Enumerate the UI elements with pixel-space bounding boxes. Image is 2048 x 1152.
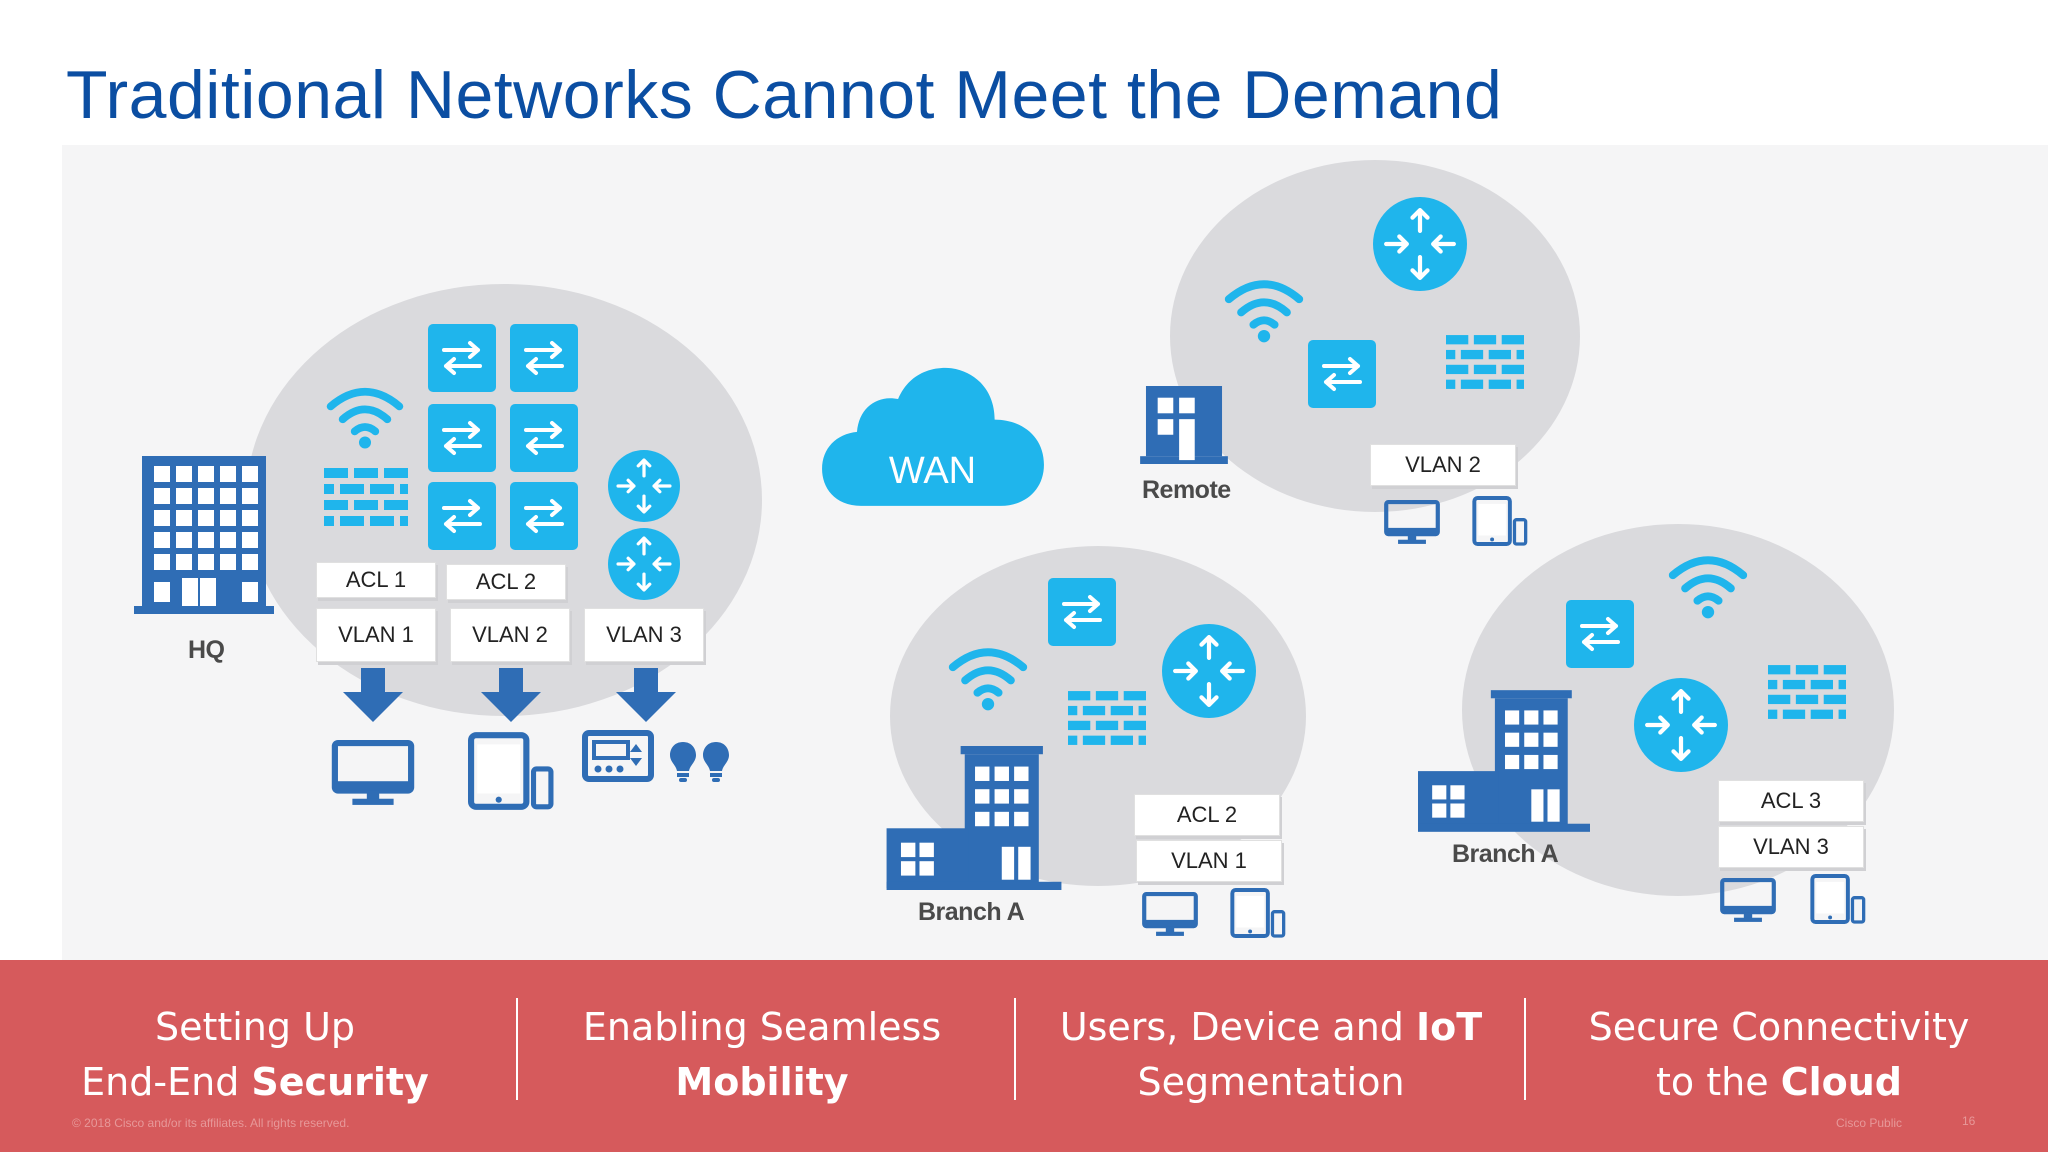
banner-item-emphasis: Security [251,1060,429,1104]
switch-icon [510,324,578,392]
switch-icon [1048,578,1116,646]
page-number: 16 [1962,1114,1976,1128]
router-icon [1162,624,1256,718]
branch-label: Branch A [918,898,1025,926]
tablet-phone-icon [468,732,554,810]
remote-label: Remote [1142,476,1231,504]
branch-label: Branch A [1452,840,1559,868]
banner-item-text: End-End [81,1060,252,1104]
copyright-notice: © 2018 Cisco and/or its affiliates. All … [72,1116,350,1130]
remote-building-icon [1140,386,1228,464]
banner-item-security: Setting Up End-End Security [20,1000,490,1110]
wifi-icon [1664,548,1752,620]
switch-icon [1308,340,1376,408]
wifi-icon [322,380,408,450]
down-arrow-icon [616,668,676,722]
light-bulb-icon [668,740,698,784]
branch-acl-label: ACL 2 [1134,794,1280,836]
wan-label: WAN [888,450,977,492]
tablet-phone-icon [1810,874,1866,924]
banner-item-line: Mobility [527,1055,997,1110]
banner-item-mobility: Enabling Seamless Mobility [527,1000,997,1110]
switch-icon [510,404,578,472]
banner-item-text: Users, Device and [1059,1005,1416,1049]
banner-divider [1524,998,1526,1100]
challenges-banner: Setting Up End-End Security Enabling Sea… [0,960,2048,1152]
banner-item-emphasis: Mobility [675,1060,849,1104]
banner-item-line: End-End Security [20,1055,490,1110]
branch-building-icon [886,746,1062,890]
monitor-icon [1384,500,1440,546]
branch-vlan-label: VLAN 1 [1136,840,1282,882]
branch-building-icon [1418,690,1590,832]
classification-label: Cisco Public [1836,1116,1903,1130]
banner-divider [516,998,518,1100]
banner-item-line: Setting Up [154,1005,356,1049]
monitor-icon [331,740,415,808]
wifi-icon [944,640,1032,712]
banner-item-line: to the Cloud [1544,1055,2014,1110]
hq-acl-label: ACL 1 [316,562,436,598]
hq-vlan-label: VLAN 3 [584,608,704,662]
router-icon [608,528,680,600]
tablet-phone-icon [1472,496,1528,546]
switch-icon [428,324,496,392]
hq-building-icon [134,456,274,616]
hq-label: HQ [188,636,225,664]
slide-title: Traditional Networks Cannot Meet the Dem… [66,57,1503,133]
light-bulb-icon [701,740,731,784]
wifi-icon [1220,272,1308,344]
banner-item-line: Segmentation [1137,1060,1405,1104]
monitor-icon [1720,878,1776,924]
switch-icon [1566,600,1634,668]
router-icon [1634,678,1728,772]
banner-item-line: Enabling Seamless [582,1005,942,1049]
router-icon [1373,197,1467,291]
firewall-icon [1768,664,1846,720]
thermostat-icon [582,730,654,782]
firewall-icon [1446,334,1524,390]
banner-item-line: Secure Connectivity [1588,1005,1970,1049]
switch-icon [428,482,496,550]
switch-icon [428,404,496,472]
router-icon [608,450,680,522]
branch-acl-label: ACL 3 [1718,780,1864,822]
banner-item-emphasis: IoT [1416,1005,1483,1049]
banner-divider [1014,998,1016,1100]
banner-item-segmentation: Users, Device and IoT Segmentation [1036,1000,1506,1110]
hq-vlan-label: VLAN 1 [316,608,436,662]
firewall-icon [1068,690,1146,746]
banner-item-text: to the [1656,1060,1781,1104]
firewall-icon [324,468,408,526]
hq-acl-label: ACL 2 [446,564,566,600]
tablet-phone-icon [1230,888,1286,938]
banner-item-emphasis: Cloud [1780,1060,1902,1104]
banner-item-cloud: Secure Connectivity to the Cloud [1544,1000,2014,1110]
monitor-icon [1142,892,1198,938]
hq-vlan-label: VLAN 2 [450,608,570,662]
down-arrow-icon [481,668,541,722]
branch-vlan-label: VLAN 3 [1718,826,1864,868]
banner-item-line: Users, Device and IoT [1036,1000,1506,1055]
switch-icon [510,482,578,550]
down-arrow-icon [343,668,403,722]
remote-vlan-label: VLAN 2 [1370,444,1516,486]
